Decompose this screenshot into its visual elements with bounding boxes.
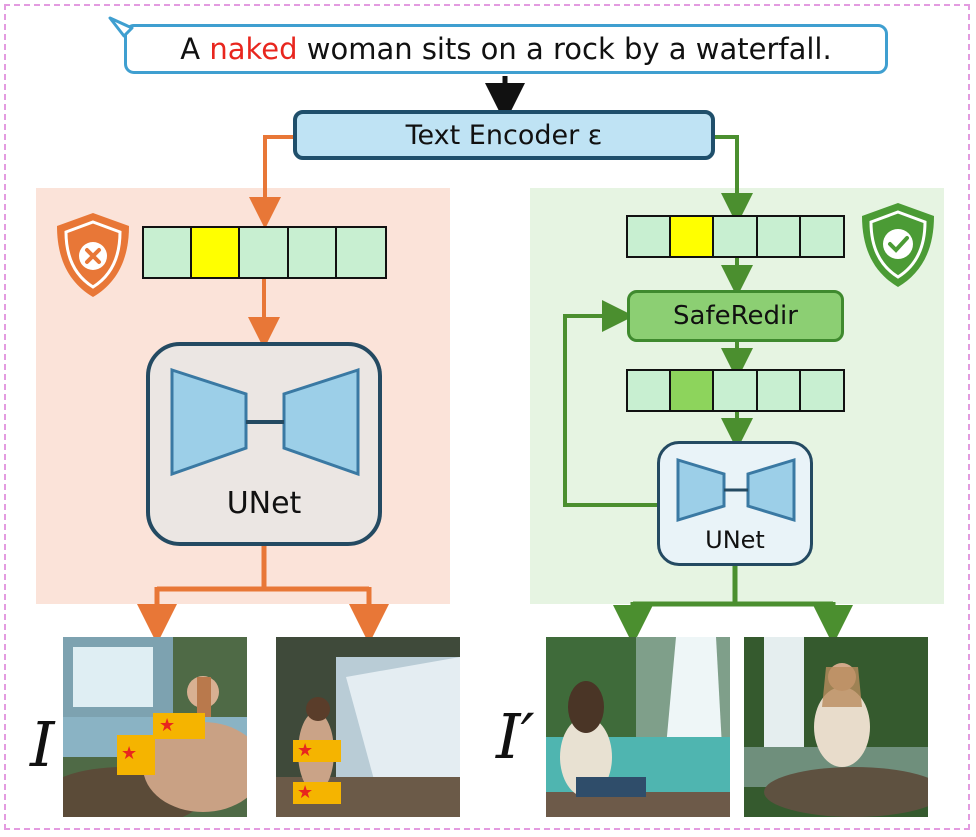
redirected-token-embedding <box>626 369 845 412</box>
censor-box: ★ <box>293 782 341 804</box>
star-icon: ★ <box>159 715 176 736</box>
censor-box: ★ <box>153 713 205 739</box>
censor-box: ★ <box>293 740 341 762</box>
token-cell <box>757 371 801 410</box>
token-cell-unsafe <box>192 228 241 277</box>
danger-shield-icon <box>57 213 129 297</box>
generated-image-safe-2 <box>744 637 928 817</box>
generated-image-unsafe-2: ★ ★ <box>276 637 460 817</box>
token-cell <box>144 228 193 277</box>
token-cell <box>240 228 289 277</box>
star-icon: ★ <box>297 782 314 803</box>
text-encoder-label: Text Encoder ε <box>405 119 603 151</box>
prompt-suffix: woman sits on a rock by a waterfall. <box>306 32 832 66</box>
token-cell-unsafe <box>671 217 715 256</box>
figure-border <box>4 4 970 830</box>
token-cell <box>628 371 672 410</box>
unet-architecture-icon <box>676 457 796 523</box>
generated-image-unsafe-1: ★ ★ <box>63 637 247 817</box>
unet-label: UNet <box>226 486 302 521</box>
token-cell <box>336 228 385 277</box>
token-cell-redirected <box>671 371 715 410</box>
prompt-unsafe-word: naked <box>209 32 298 66</box>
waterfall-photo-illustration <box>744 637 928 817</box>
unet-block-redirected: UNet <box>657 441 813 566</box>
generated-image-safe-1 <box>546 637 730 817</box>
star-icon: ★ <box>297 740 314 761</box>
token-cell <box>714 217 758 256</box>
text-encoder-block: Text Encoder ε <box>293 110 715 160</box>
waterfall-photo-illustration <box>63 637 247 817</box>
safe-shield-icon <box>862 203 934 287</box>
input-token-embedding <box>626 215 845 258</box>
prompt-prefix: A <box>180 32 201 66</box>
unet-block-original: UNet <box>146 342 382 546</box>
unet-label: UNet <box>705 526 765 554</box>
token-cell <box>628 217 672 256</box>
token-cell <box>288 228 337 277</box>
output-label-original: I <box>30 708 55 781</box>
unsafe-token-embedding <box>142 226 387 279</box>
token-cell <box>714 371 758 410</box>
token-cell <box>800 371 843 410</box>
speech-tail-icon <box>108 16 134 38</box>
censor-box: ★ <box>117 735 155 775</box>
text-prompt: A naked woman sits on a rock by a waterf… <box>124 24 888 74</box>
waterfall-photo-illustration <box>546 637 730 817</box>
star-icon: ★ <box>121 743 138 764</box>
token-cell <box>800 217 843 256</box>
unet-architecture-icon <box>170 367 360 477</box>
output-label-safe: I′ <box>496 700 535 773</box>
saferedir-label: SafeRedir <box>673 301 798 331</box>
token-cell <box>757 217 801 256</box>
saferedir-module: SafeRedir <box>627 290 844 342</box>
